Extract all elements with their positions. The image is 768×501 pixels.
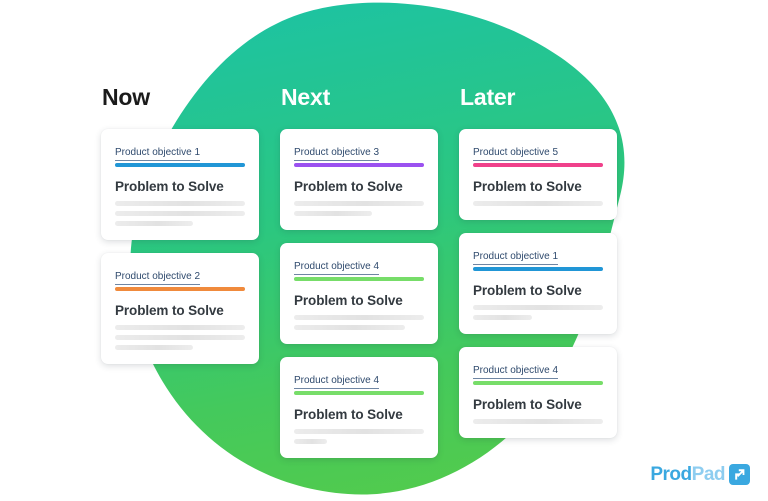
card-heading: Problem to Solve [473, 178, 582, 194]
roadmap-card[interactable]: Product objective 2 Problem to Solve [101, 253, 259, 364]
roadmap-card[interactable]: Product objective 4 Problem to Solve [280, 357, 438, 458]
roadmap-card[interactable]: Product objective 4 Problem to Solve [280, 243, 438, 344]
placeholder-line [473, 201, 603, 206]
placeholder-line [115, 325, 245, 330]
card-heading: Problem to Solve [294, 292, 403, 308]
card-heading: Problem to Solve [294, 406, 403, 422]
objective-color-bar [294, 391, 424, 395]
objective-color-bar [473, 163, 603, 167]
objective-color-bar [115, 163, 245, 167]
product-objective-link[interactable]: Product objective 3 [294, 147, 380, 161]
placeholder-line [473, 305, 603, 310]
column-title-next: Next [281, 84, 331, 110]
product-objective-link[interactable]: Product objective 5 [473, 147, 559, 161]
placeholder-line [294, 315, 424, 320]
card-heading: Problem to Solve [115, 178, 224, 194]
placeholder-line [294, 201, 424, 206]
roadmap-card[interactable]: Product objective 3 Problem to Solve [280, 129, 438, 230]
column-title-now: Now [102, 84, 150, 110]
logo-text-prod: Prod [650, 464, 692, 485]
prodpad-logo[interactable]: ProdPad [650, 464, 750, 485]
placeholder-line [294, 325, 405, 330]
prodpad-wordmark: ProdPad [650, 465, 725, 484]
roadmap-card[interactable]: Product objective 1 Problem to Solve [101, 129, 259, 240]
column-now: Now Product objective 1 Problem to Solve… [101, 86, 279, 377]
roadmap-card[interactable]: Product objective 4 Problem to Solve [459, 347, 617, 438]
product-objective-link[interactable]: Product objective 4 [294, 261, 380, 275]
placeholder-line [473, 315, 532, 320]
prodpad-mark-icon [729, 464, 750, 485]
product-objective-link[interactable]: Product objective 1 [115, 147, 201, 161]
placeholder-line [115, 221, 193, 226]
placeholder-line [115, 211, 245, 216]
card-heading: Problem to Solve [115, 302, 224, 318]
product-objective-link[interactable]: Product objective 4 [473, 365, 559, 379]
objective-color-bar [473, 267, 603, 271]
card-heading: Problem to Solve [473, 282, 582, 298]
product-objective-link[interactable]: Product objective 1 [473, 251, 559, 265]
placeholder-line [115, 201, 245, 206]
product-objective-link[interactable]: Product objective 2 [115, 271, 201, 285]
objective-color-bar [115, 287, 245, 291]
column-title-later: Later [460, 84, 516, 110]
objective-color-bar [294, 163, 424, 167]
placeholder-line [294, 439, 327, 444]
roadmap-card[interactable]: Product objective 1 Problem to Solve [459, 233, 617, 334]
placeholder-line [115, 335, 245, 340]
column-next: Next Product objective 3 Problem to Solv… [280, 86, 458, 471]
objective-color-bar [294, 277, 424, 281]
objective-color-bar [473, 381, 603, 385]
card-heading: Problem to Solve [473, 396, 582, 412]
placeholder-line [473, 419, 603, 424]
roadmap-card[interactable]: Product objective 5 Problem to Solve [459, 129, 617, 220]
placeholder-line [294, 429, 424, 434]
placeholder-line [294, 211, 372, 216]
placeholder-line [115, 345, 193, 350]
logo-text-pad: Pad [691, 464, 726, 485]
product-objective-link[interactable]: Product objective 4 [294, 375, 380, 389]
column-later: Later Product objective 5 Problem to Sol… [459, 86, 637, 451]
card-heading: Problem to Solve [294, 178, 403, 194]
